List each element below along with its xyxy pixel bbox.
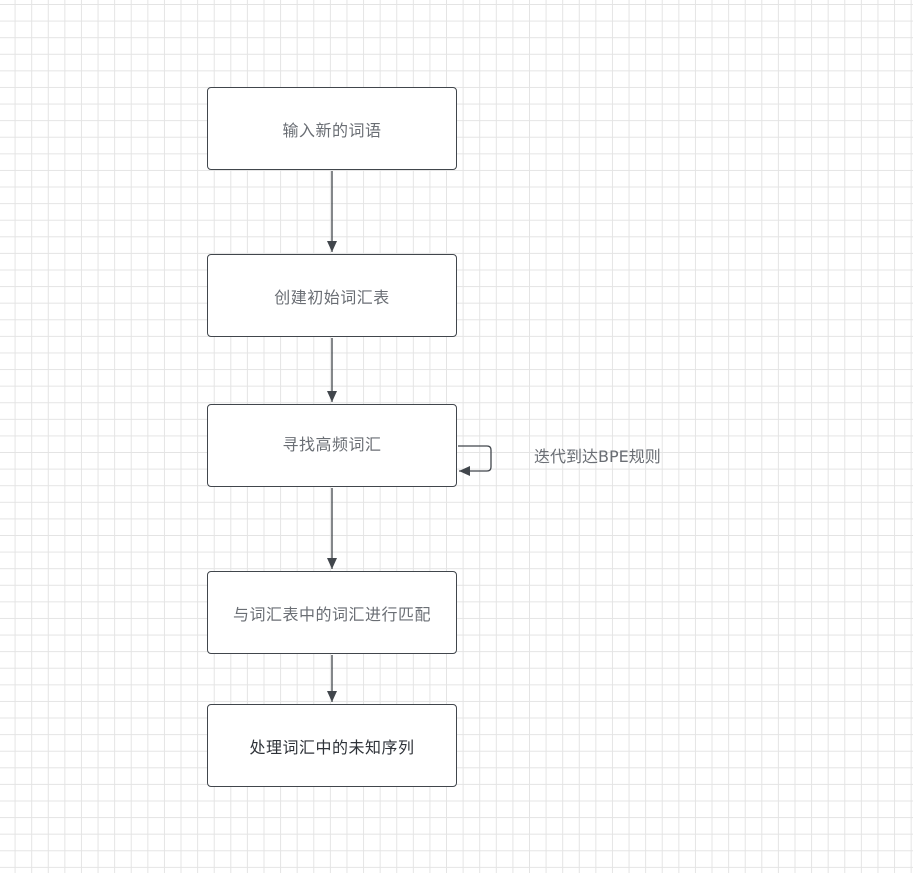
node-label: 寻找高频词汇 bbox=[282, 434, 382, 454]
node-label: 处理词汇中的未知序列 bbox=[249, 737, 415, 757]
node-input-new-word[interactable]: 输入新的词语 bbox=[207, 87, 457, 170]
loop-note-label: 迭代到达BPE规则 bbox=[534, 447, 661, 466]
node-match-vocab[interactable]: 与词汇表中的词汇进行匹配 bbox=[207, 571, 457, 654]
node-label: 与词汇表中的词汇进行匹配 bbox=[232, 604, 431, 624]
node-find-high-freq[interactable]: 寻找高频词汇 bbox=[207, 404, 457, 487]
node-create-initial-vocab[interactable]: 创建初始词汇表 bbox=[207, 254, 457, 337]
node-label: 创建初始词汇表 bbox=[274, 287, 390, 307]
loop-arrow-find-self[interactable] bbox=[458, 445, 492, 476]
node-handle-unknown[interactable]: 处理词汇中的未知序列 bbox=[207, 704, 457, 787]
node-label: 输入新的词语 bbox=[282, 120, 382, 140]
